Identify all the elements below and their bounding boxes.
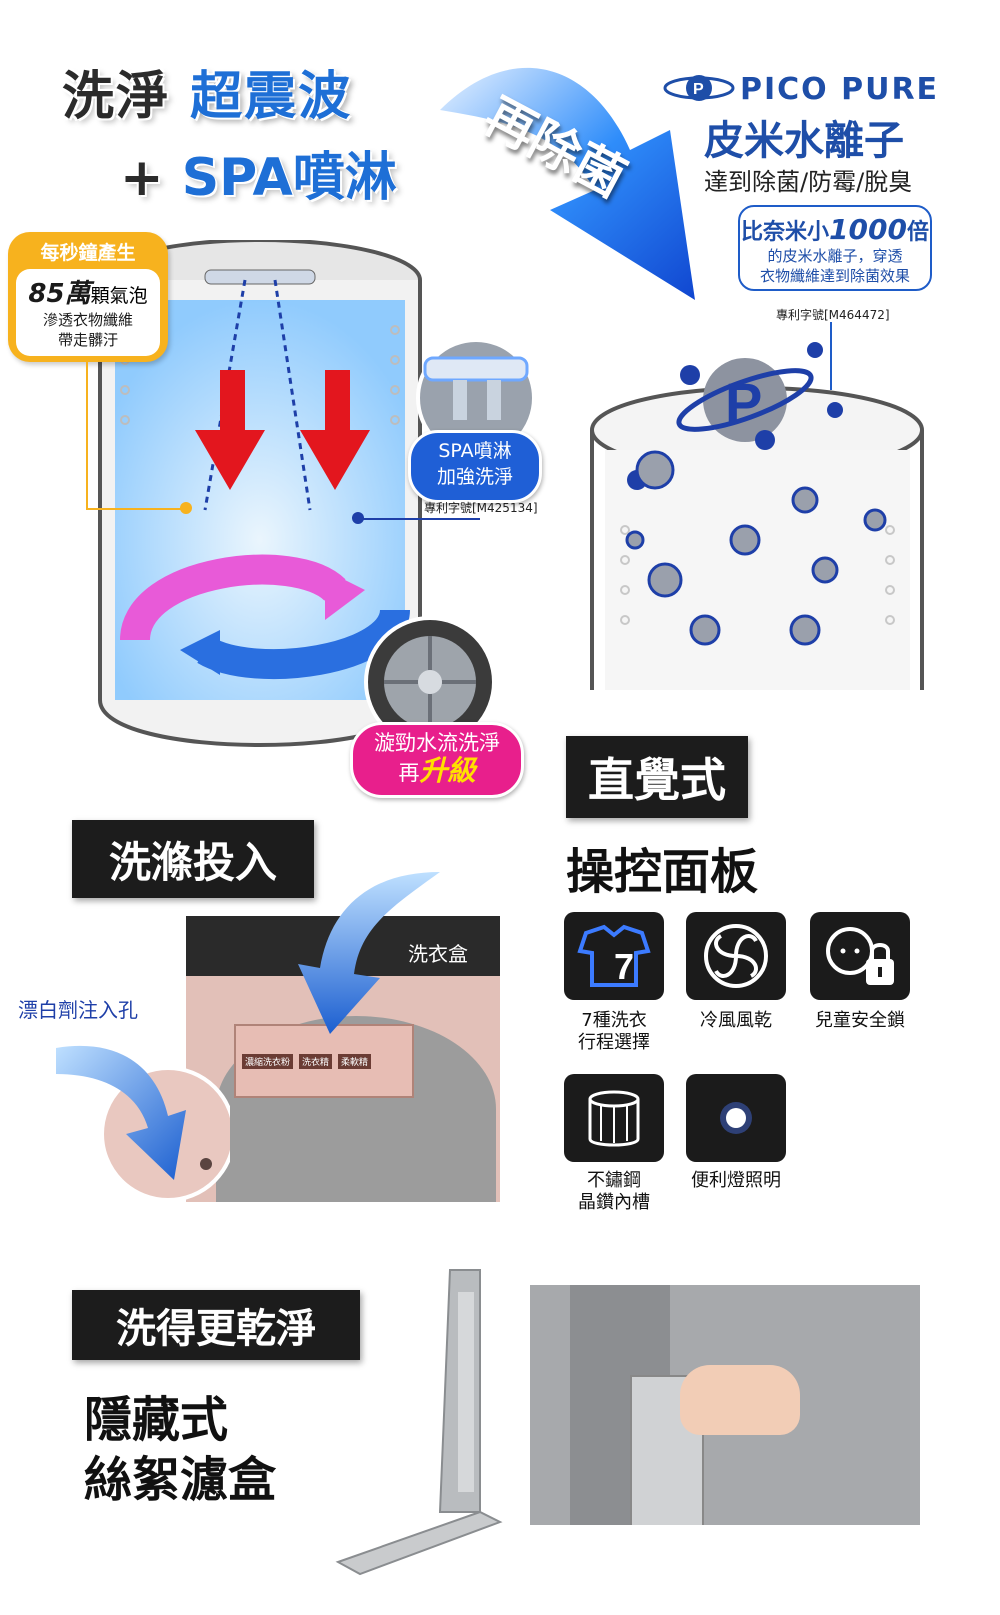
spa-tag: SPA噴淋 加強洗淨	[408, 430, 542, 503]
hand	[680, 1365, 800, 1435]
panel-subtitle: 操控面板	[566, 844, 759, 900]
pico-ion-icon: P	[676, 358, 814, 442]
blue-arrow-down-icon	[298, 872, 440, 1034]
pico-smaller-line3: 衣物纖維達到除菌效果	[759, 267, 910, 285]
feature-fan-tile	[686, 912, 786, 1000]
detergent-box-label: 洗衣盒	[408, 942, 468, 966]
light-icon	[720, 1102, 752, 1134]
feature-lock-label: 兒童安全鎖	[815, 1010, 905, 1031]
bubbles-number: 85萬	[28, 279, 91, 309]
pico-smaller-line2: 的皮米水離子，穿透	[767, 247, 903, 265]
svg-text:P: P	[725, 371, 762, 434]
bleach-hole-inset	[56, 1045, 230, 1202]
svg-text:P: P	[693, 81, 704, 98]
big-blue-arrow-icon	[440, 67, 695, 300]
hero-wash-prefix: 洗淨	[62, 67, 171, 127]
pico-brand: PICO PURE	[740, 72, 940, 107]
filter-body	[630, 1375, 704, 1525]
spa-leader	[360, 518, 480, 520]
pico-name: 皮米水離子	[704, 118, 904, 164]
bubbles-body: 85萬顆氣泡 滲透衣物纖維 帶走髒汙	[16, 269, 160, 356]
feature-lock-tile	[810, 912, 910, 1000]
drawer-label-softener: 柔軟精	[338, 1054, 372, 1069]
detergent-drawer: 濃縮洗衣粉 洗衣精 柔軟精	[234, 1024, 414, 1098]
spa-tag-line2: 加強洗淨	[436, 466, 513, 488]
pico-smaller-line1: 比奈米小1000倍	[741, 213, 929, 246]
vortex-tag: 漩勁水流洗淨 再升級	[350, 722, 524, 798]
detergent-title-bar: 洗滌投入	[72, 820, 314, 898]
washer-drum-illustration	[98, 240, 422, 747]
hero-plus: +	[120, 148, 164, 208]
pico-smaller-badge: 比奈米小1000倍 的皮米水離子，穿透 衣物纖維達到除菌效果	[738, 205, 932, 291]
feature-light-tile	[686, 1074, 786, 1162]
pico-patent-leader	[830, 322, 832, 390]
filter-in-drum-photo	[530, 1285, 920, 1525]
bubbles-line2: 帶走髒汙	[57, 331, 118, 349]
bubbles-leader-h	[86, 508, 186, 510]
filter-title-bar: 洗得更乾淨	[72, 1290, 360, 1360]
ion-drum-illustration: P	[590, 342, 924, 690]
feature-fan-label: 冷風風乾	[700, 1010, 772, 1031]
spa-tag-line1: SPA噴淋	[438, 440, 512, 462]
hero-wash-highlight: 超震波	[190, 67, 353, 127]
fan-icon	[704, 924, 768, 988]
svg-text:7: 7	[614, 946, 634, 987]
panel-title: 直覺式	[588, 753, 726, 807]
child-lock-icon	[826, 927, 894, 985]
hero-title-line1: 洗淨 超震波	[62, 54, 352, 129]
feature-drum-tile	[564, 1074, 664, 1162]
bubbles-badge: 每秒鐘產生 85萬顆氣泡 滲透衣物纖維 帶走髒汙	[8, 232, 168, 362]
filter-line2: 絲絮濾盒	[84, 1452, 277, 1508]
pulsator-photo	[364, 616, 496, 748]
filter-line1: 隱藏式	[84, 1392, 229, 1448]
drawer-label-liquid: 洗衣精	[299, 1054, 333, 1069]
bubbles-leader-v	[86, 362, 88, 510]
feature-drum-label: 不鏽鋼 晶鑽內槽	[578, 1170, 650, 1213]
hero-title-line2: + SPA噴淋	[120, 135, 397, 210]
panel-title-bar: 直覺式	[566, 736, 748, 818]
hero-spa-highlight: SPA噴淋	[181, 148, 397, 208]
detergent-title: 洗滌投入	[108, 837, 277, 887]
drum-icon	[588, 1090, 640, 1147]
spa-leader-dot	[352, 512, 364, 524]
pico-logo-icon: P	[663, 75, 735, 101]
lint-filter-photo	[335, 1269, 503, 1576]
bubbles-line1: 滲透衣物纖維	[42, 311, 133, 329]
filter-title: 洗得更乾淨	[116, 1306, 316, 1352]
vortex-tag-line2: 再升級	[398, 754, 476, 787]
bubbles-suffix: 顆氣泡	[90, 285, 148, 307]
bubbles-header: 每秒鐘產生	[40, 242, 136, 264]
bleach-label: 漂白劑注入孔	[18, 998, 138, 1022]
spa-nozzle-photo	[416, 338, 536, 438]
bubbles-leader-dot	[180, 502, 192, 514]
detergent-photo: 濃縮洗衣粉 洗衣精 柔軟精 洗衣盒	[186, 916, 500, 1202]
feature-shirt-tile: 7	[564, 912, 664, 1000]
feature-light-label: 便利燈照明	[691, 1170, 781, 1191]
spa-patent: 專利字號[M425134]	[424, 501, 538, 515]
pico-desc: 達到除菌/防霉/脫臭	[704, 168, 913, 196]
feature-shirt-label: 7種洗衣 行程選擇	[578, 1010, 650, 1053]
pico-patent: 專利字號[M464472]	[776, 308, 890, 322]
vortex-tag-line1: 漩勁水流洗淨	[374, 731, 500, 755]
shirt-7-icon: 7	[577, 924, 651, 987]
drawer-label-powder: 濃縮洗衣粉	[242, 1054, 294, 1069]
